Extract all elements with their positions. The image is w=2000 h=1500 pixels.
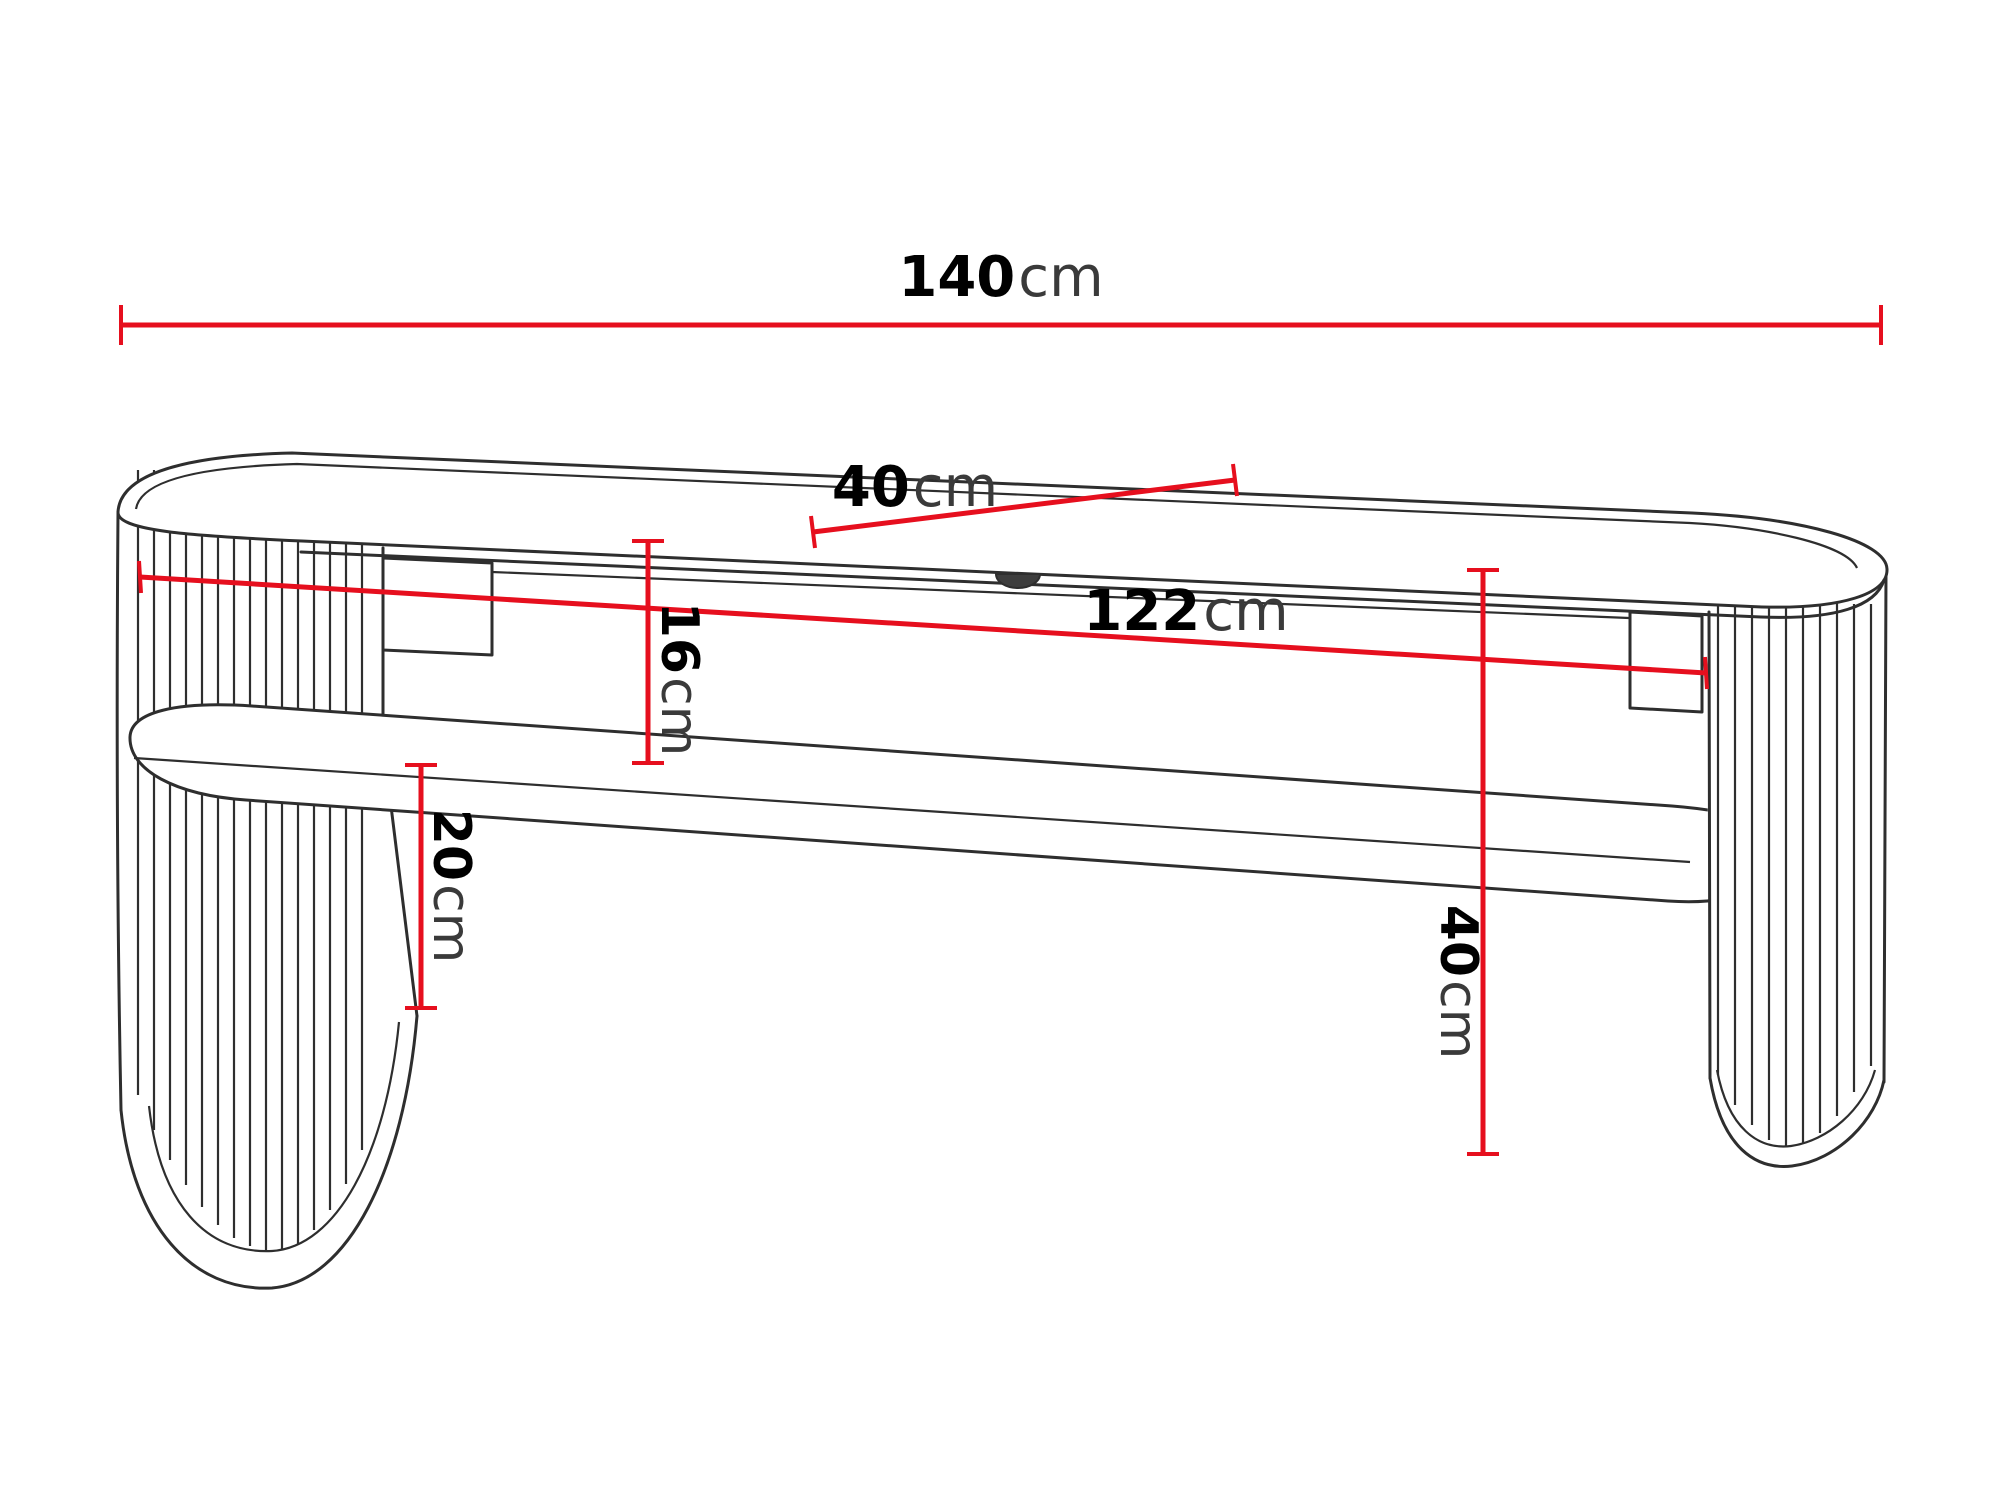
dimension-inner-width: 122cm <box>137 560 1709 690</box>
left-leg-flutes <box>136 470 364 1250</box>
left-back-cutout <box>381 556 494 657</box>
left-leg-inner-rim <box>147 1021 401 1253</box>
right-leg-bottom-rim <box>1708 1076 1886 1168</box>
top-slab <box>116 451 1889 619</box>
dimension-width-label: 140cm <box>898 245 1103 310</box>
middle-shelf <box>128 703 1784 904</box>
dimension-total-height-label: 40cm <box>1428 905 1488 1060</box>
dimension-total-height: 40cm <box>1428 568 1499 1156</box>
dimension-shelf-gap-label: 16cm <box>649 602 709 757</box>
top-slab-underside <box>299 550 1886 619</box>
dimension-depth: 40cm <box>809 455 1239 549</box>
right-leg <box>1706 558 1888 1169</box>
dimension-depth-label: 40cm <box>832 455 998 520</box>
dimension-leg-height-label: 20cm <box>421 809 481 964</box>
left-leg <box>115 470 419 1290</box>
right-back-cutout <box>1628 610 1704 714</box>
top-slab-inner-edge <box>134 462 1858 569</box>
right-leg-inner-rim <box>1715 1069 1877 1148</box>
dimension-leg-height: 20cm <box>405 763 481 1010</box>
cable-hole <box>994 573 1042 589</box>
tv-stand-drawing <box>115 451 1889 1290</box>
left-leg-bottom-rim <box>119 1014 419 1290</box>
shelf-front-crease <box>133 756 1691 864</box>
right-leg-flutes <box>1716 596 1873 1147</box>
dimension-width: 140cm <box>119 245 1883 345</box>
dimension-shelf-gap: 16cm <box>632 539 709 765</box>
dimension-lines: 140cm 40cm 122cm 16cm <box>119 245 1883 1156</box>
dimension-inner-width-label: 122cm <box>1083 579 1288 644</box>
